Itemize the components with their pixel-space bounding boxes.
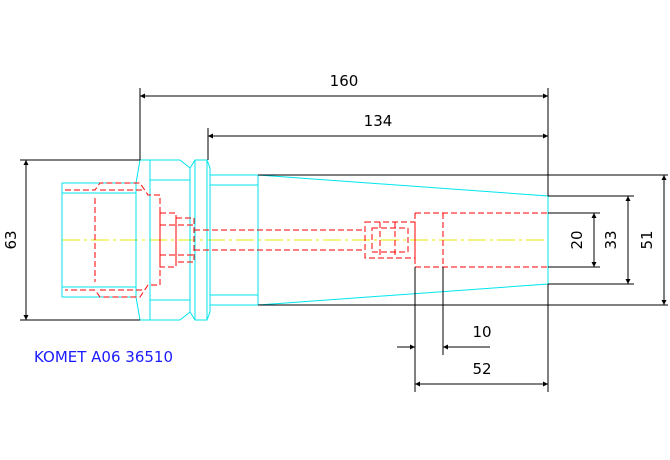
dim-label-52: 52 — [472, 360, 491, 378]
dimension-tip-diameter: 51 — [258, 174, 668, 306]
dimension-bore-depth: 52 — [415, 284, 549, 392]
part-label: KOMET A06 36510 — [34, 348, 173, 366]
dim-label-10: 10 — [472, 323, 491, 341]
dimension-bore-diameter: 20 — [548, 212, 600, 268]
holder-outline — [61, 159, 549, 321]
hidden-features — [65, 182, 548, 298]
dim-label-20: 20 — [568, 230, 586, 249]
dimension-body-length: 134 — [207, 112, 548, 160]
dimension-flange-diameter: 63 — [2, 159, 140, 321]
dim-label-134: 134 — [364, 112, 393, 130]
dim-label-33: 33 — [602, 230, 620, 249]
dim-label-51: 51 — [638, 230, 656, 249]
dim-label-160: 160 — [330, 72, 359, 90]
dimension-bore-offset: 10 — [397, 267, 492, 392]
dimension-overall-length: 160 — [139, 72, 549, 196]
dimension-counterbore-diameter: 33 — [548, 195, 634, 285]
dim-label-63: 63 — [2, 230, 20, 249]
